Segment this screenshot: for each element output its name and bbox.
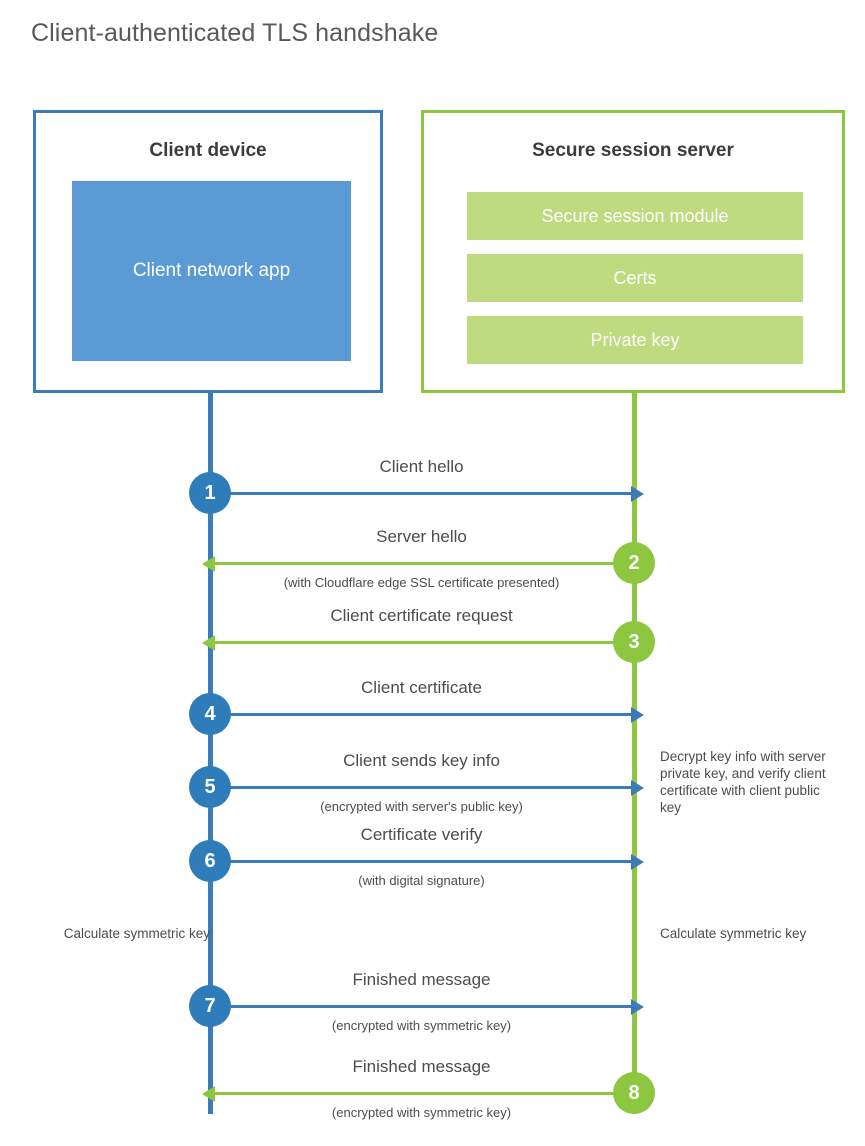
arrow-head: [630, 707, 644, 723]
step-badge-1: 1: [189, 472, 231, 514]
arrow-head: [630, 486, 644, 502]
client-lifeline: [208, 392, 213, 1114]
message-label-5: Client sends key info: [343, 751, 500, 770]
message-label-2: Server hello: [376, 527, 467, 546]
client-network-app-block: Client network app: [72, 181, 351, 361]
client-calculate-symmetric-key-note: Calculate symmetric key: [63, 926, 210, 941]
arrow-head: [201, 1086, 215, 1102]
server-module-certs: Certs: [467, 254, 803, 302]
message-sublabel-5: (encrypted with server's public key): [320, 799, 523, 814]
arrow-line: [210, 713, 635, 716]
server-decrypt-verify-note: Decrypt key info with server private key…: [660, 749, 826, 815]
client-device-title: Client device: [149, 140, 267, 161]
secure-session-server-title: Secure session server: [532, 140, 734, 161]
client-device-box: Client device Client network app: [33, 110, 383, 393]
arrow-line: [210, 1005, 635, 1008]
message-label-3: Client certificate request: [330, 606, 513, 625]
step-badge-5: 5: [189, 766, 231, 808]
message-label-1: Client hello: [379, 457, 464, 476]
arrow-head: [630, 999, 644, 1015]
message-sublabel-7: (encrypted with symmetric key): [331, 1018, 512, 1033]
message-label-7: Finished message: [352, 970, 491, 989]
arrow-line: [210, 492, 635, 495]
arrow-head: [201, 635, 215, 651]
arrow-line: [210, 860, 635, 863]
step-badge-2: 2: [613, 542, 655, 584]
step-badge-7: 7: [189, 985, 231, 1027]
message-sublabel-6: (with digital signature): [358, 873, 485, 888]
arrow-head: [630, 780, 644, 796]
arrow-line: [210, 786, 635, 789]
arrow-line: [210, 641, 635, 644]
message-label-6: Certificate verify: [360, 825, 483, 844]
server-module-private-key: Private key: [467, 316, 803, 364]
message-label-8: Finished message: [352, 1057, 491, 1076]
message-label-4: Client certificate: [361, 678, 482, 697]
arrow-line: [210, 562, 635, 565]
step-badge-4: 4: [189, 693, 231, 735]
arrow-head: [630, 854, 644, 870]
server-lifeline: [632, 392, 637, 1094]
message-sublabel-2: (with Cloudflare edge SSL certificate pr…: [283, 575, 560, 590]
server-calculate-symmetric-key-note: Calculate symmetric key: [660, 926, 807, 941]
step-badge-3: 3: [613, 621, 655, 663]
step-badge-8: 8: [613, 1072, 655, 1114]
page-title: Client-authenticated TLS handshake: [31, 19, 439, 47]
server-module-secure-session-module: Secure session module: [467, 192, 803, 240]
secure-session-server-box: Secure session server Secure session mod…: [421, 110, 845, 393]
arrow-line: [210, 1092, 635, 1095]
arrow-head: [201, 556, 215, 572]
message-sublabel-8: (encrypted with symmetric key): [331, 1105, 512, 1120]
step-badge-6: 6: [189, 840, 231, 882]
